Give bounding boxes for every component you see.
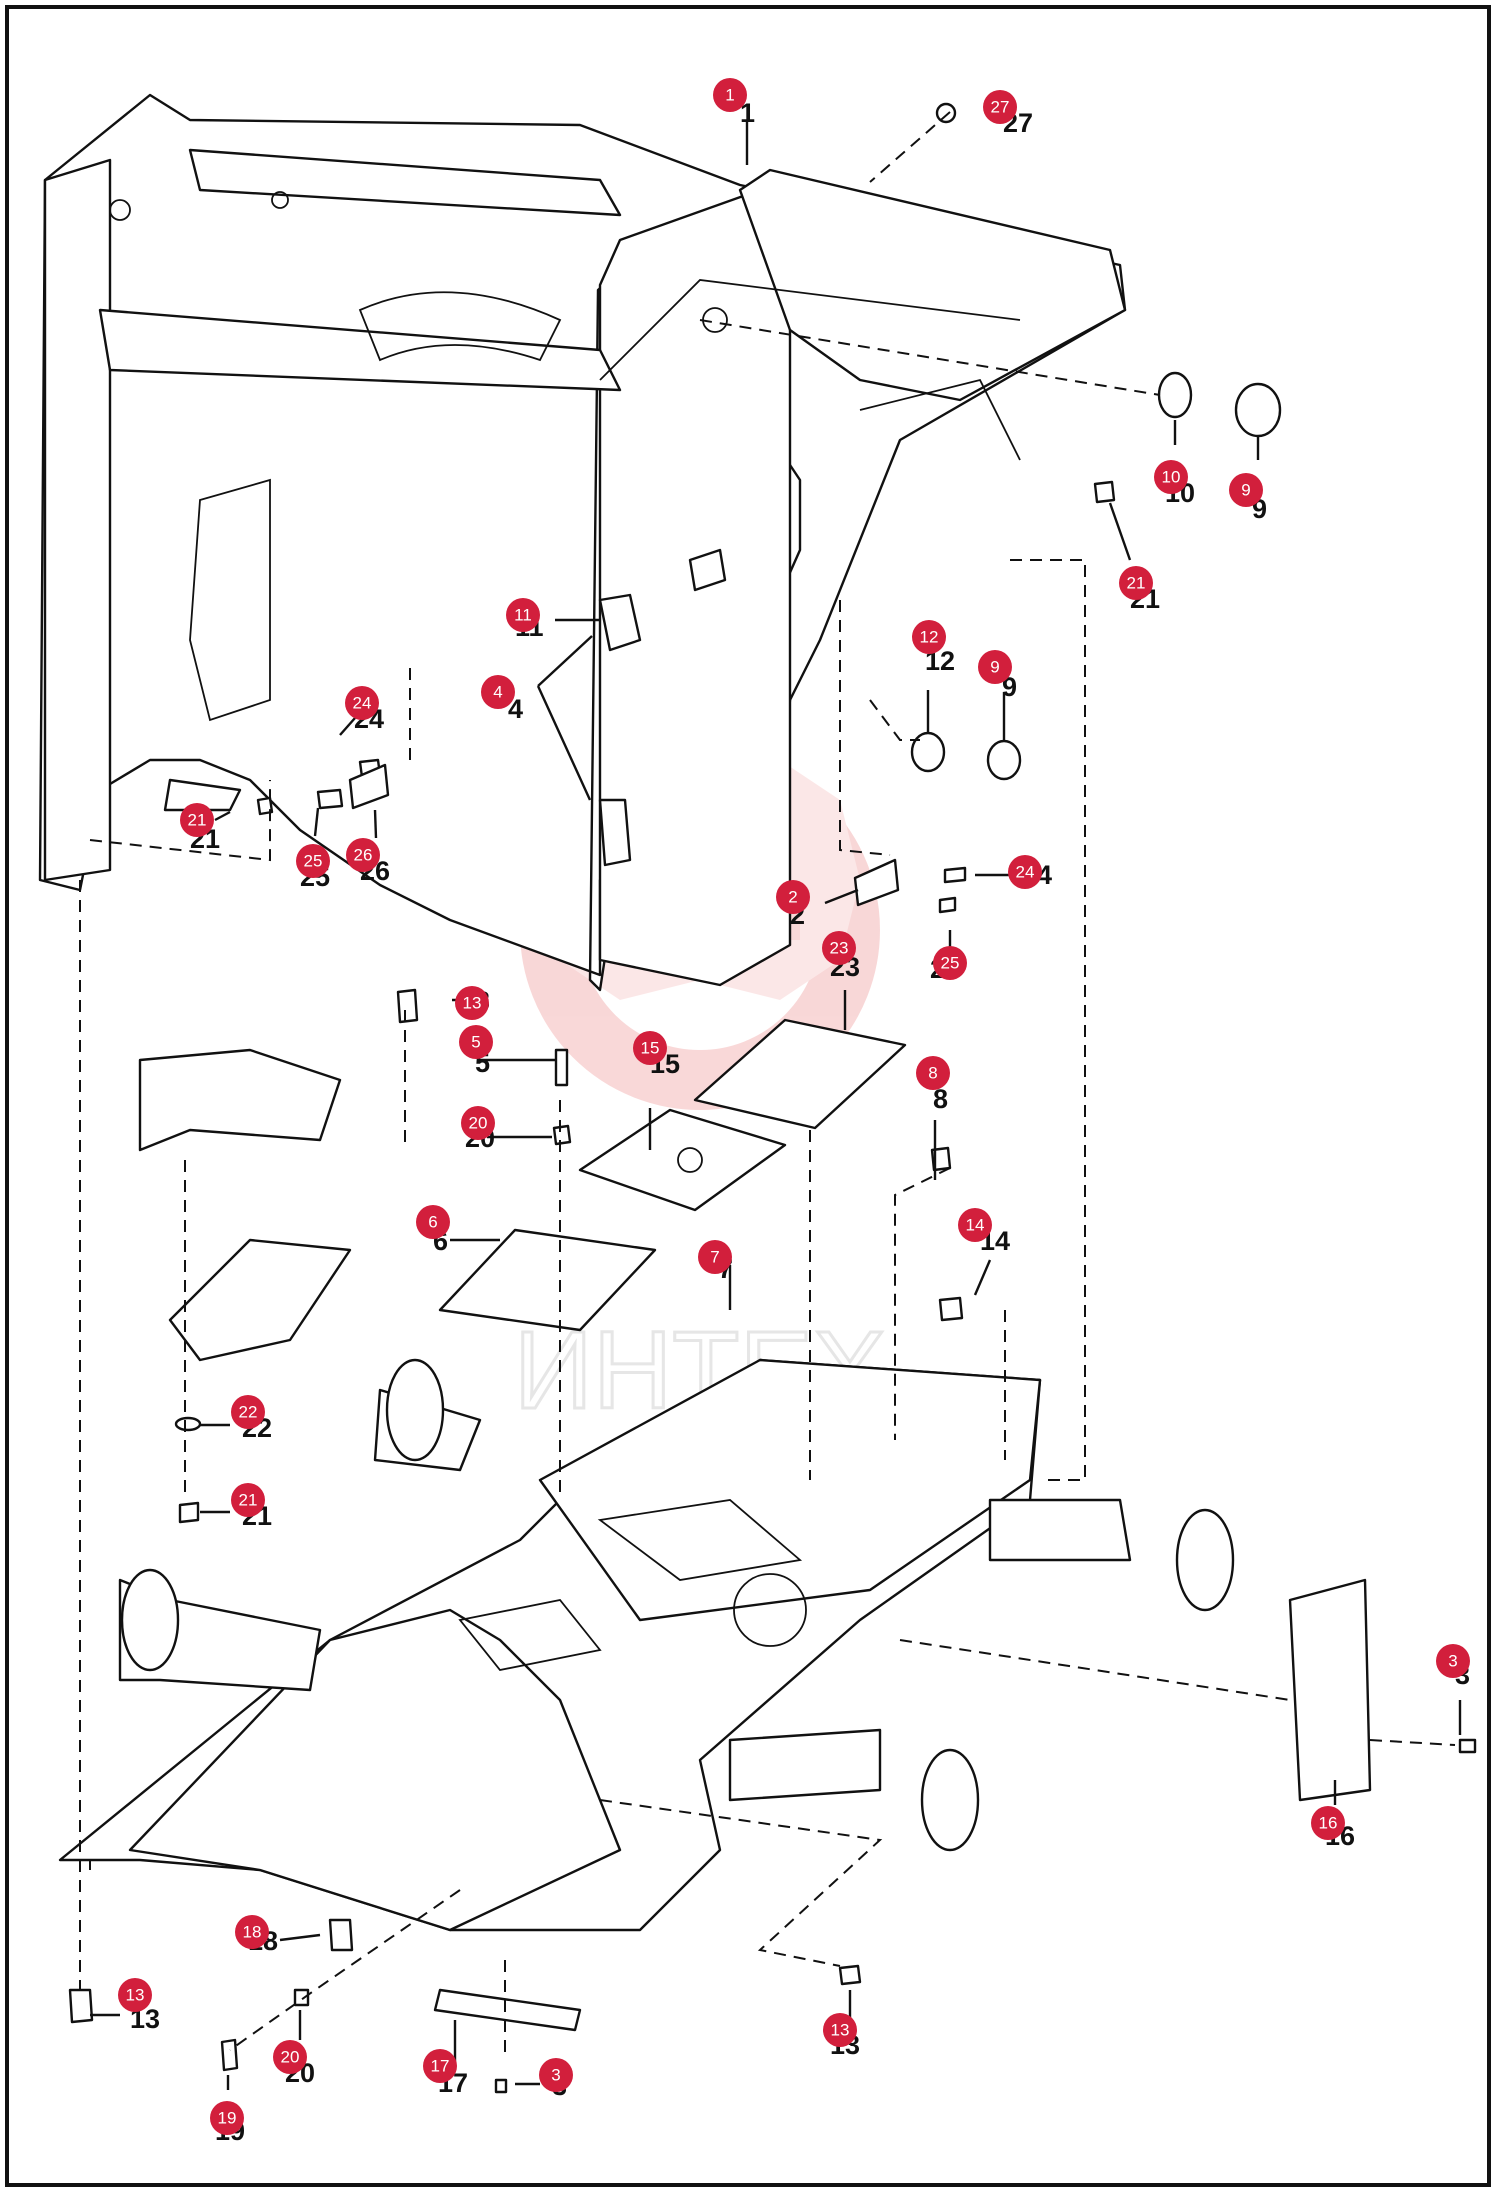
svg-text:23: 23 bbox=[830, 939, 849, 958]
mid-plates bbox=[138, 988, 964, 1524]
svg-text:22: 22 bbox=[239, 1403, 258, 1422]
svg-text:24: 24 bbox=[353, 694, 372, 713]
svg-text:11: 11 bbox=[514, 606, 532, 625]
callout-marker[interactable]: 8 bbox=[916, 1056, 950, 1090]
callouts: 1 27 10 9 21 11 4 12 9 24 21 25 26 2 24 … bbox=[118, 78, 1470, 2135]
callout-marker[interactable]: 1 bbox=[713, 78, 747, 112]
callout-marker[interactable]: 24 bbox=[1008, 855, 1042, 889]
svg-text:18: 18 bbox=[243, 1923, 262, 1942]
callout-marker[interactable]: 20 bbox=[461, 1106, 495, 1140]
svg-text:25: 25 bbox=[304, 852, 323, 871]
svg-text:16: 16 bbox=[1319, 1814, 1338, 1833]
svg-text:8: 8 bbox=[928, 1064, 937, 1083]
callout-marker[interactable]: 27 bbox=[983, 90, 1017, 124]
callout-marker[interactable]: 21 bbox=[231, 1483, 265, 1517]
svg-text:12: 12 bbox=[920, 628, 939, 647]
part-number-text: 8 bbox=[933, 1084, 948, 1114]
svg-text:4: 4 bbox=[493, 683, 502, 702]
svg-text:21: 21 bbox=[1127, 574, 1146, 593]
callout-marker[interactable]: 26 bbox=[346, 838, 380, 872]
callout-marker[interactable]: 16 bbox=[1311, 1806, 1345, 1840]
callout-marker[interactable]: 13 bbox=[455, 986, 489, 1020]
callout-marker[interactable]: 11 bbox=[506, 598, 540, 632]
callout-marker[interactable]: 4 bbox=[481, 675, 515, 709]
svg-text:2: 2 bbox=[788, 888, 797, 907]
svg-text:13: 13 bbox=[126, 1986, 145, 2005]
svg-text:5: 5 bbox=[471, 1033, 480, 1052]
svg-text:27: 27 bbox=[991, 98, 1010, 117]
callout-marker[interactable]: 24 bbox=[345, 686, 379, 720]
leader-lines bbox=[90, 120, 1462, 2090]
svg-text:6: 6 bbox=[428, 1213, 437, 1232]
callout-marker[interactable]: 19 bbox=[210, 2101, 244, 2135]
callout-marker[interactable]: 10 bbox=[1154, 460, 1188, 494]
callout-marker[interactable]: 9 bbox=[1229, 473, 1263, 507]
callout-marker[interactable]: 6 bbox=[416, 1205, 450, 1239]
main-frame-assembly bbox=[38, 93, 1127, 992]
callout-marker[interactable]: 21 bbox=[180, 803, 214, 837]
callout-marker[interactable]: 3 bbox=[539, 2058, 573, 2092]
svg-text:3: 3 bbox=[1448, 1652, 1457, 1671]
callout-marker[interactable]: 9 bbox=[978, 650, 1012, 684]
callout-marker[interactable]: 14 bbox=[958, 1208, 992, 1242]
callout-marker[interactable]: 25 bbox=[933, 946, 967, 980]
callout-marker[interactable]: 23 bbox=[822, 931, 856, 965]
part-number-text: 1 bbox=[740, 98, 755, 128]
svg-text:9: 9 bbox=[1241, 481, 1250, 500]
svg-text:25: 25 bbox=[941, 954, 960, 973]
svg-text:7: 7 bbox=[710, 1248, 719, 1267]
svg-text:17: 17 bbox=[431, 2057, 450, 2076]
svg-text:15: 15 bbox=[641, 1039, 660, 1058]
assembly-guide-lines bbox=[79, 111, 1456, 2060]
callout-marker[interactable]: 17 bbox=[423, 2049, 457, 2083]
svg-text:21: 21 bbox=[239, 1491, 258, 1510]
svg-text:20: 20 bbox=[469, 1114, 488, 1133]
svg-text:13: 13 bbox=[463, 994, 482, 1013]
lower-chassis bbox=[58, 1358, 1477, 2094]
callout-marker[interactable]: 20 bbox=[273, 2040, 307, 2074]
callout-marker[interactable]: 25 bbox=[296, 844, 330, 878]
svg-text:26: 26 bbox=[354, 846, 373, 865]
svg-text:14: 14 bbox=[966, 1216, 985, 1235]
callout-marker[interactable]: 3 bbox=[1436, 1644, 1470, 1678]
callout-marker[interactable]: 2 bbox=[776, 880, 810, 914]
callout-marker[interactable]: 13 bbox=[823, 2013, 857, 2047]
callout-marker[interactable]: 22 bbox=[231, 1395, 265, 1429]
svg-text:13: 13 bbox=[831, 2021, 850, 2040]
callout-marker[interactable]: 15 bbox=[633, 1031, 667, 1065]
svg-text:21: 21 bbox=[188, 811, 207, 830]
callout-marker[interactable]: 7 bbox=[698, 1240, 732, 1274]
callout-marker[interactable]: 18 bbox=[235, 1915, 269, 1949]
callout-marker[interactable]: 12 bbox=[912, 620, 946, 654]
callout-marker[interactable]: 5 bbox=[459, 1025, 493, 1059]
svg-text:3: 3 bbox=[551, 2066, 560, 2085]
svg-text:19: 19 bbox=[218, 2109, 237, 2128]
callout-marker[interactable]: 13 bbox=[118, 1978, 152, 2012]
callout-marker[interactable]: 21 bbox=[1119, 566, 1153, 600]
top-small-parts bbox=[256, 102, 1282, 914]
svg-text:20: 20 bbox=[281, 2048, 300, 2067]
svg-text:24: 24 bbox=[1016, 863, 1035, 882]
svg-text:10: 10 bbox=[1162, 468, 1181, 487]
svg-text:9: 9 bbox=[990, 658, 999, 677]
svg-text:1: 1 bbox=[725, 86, 734, 105]
